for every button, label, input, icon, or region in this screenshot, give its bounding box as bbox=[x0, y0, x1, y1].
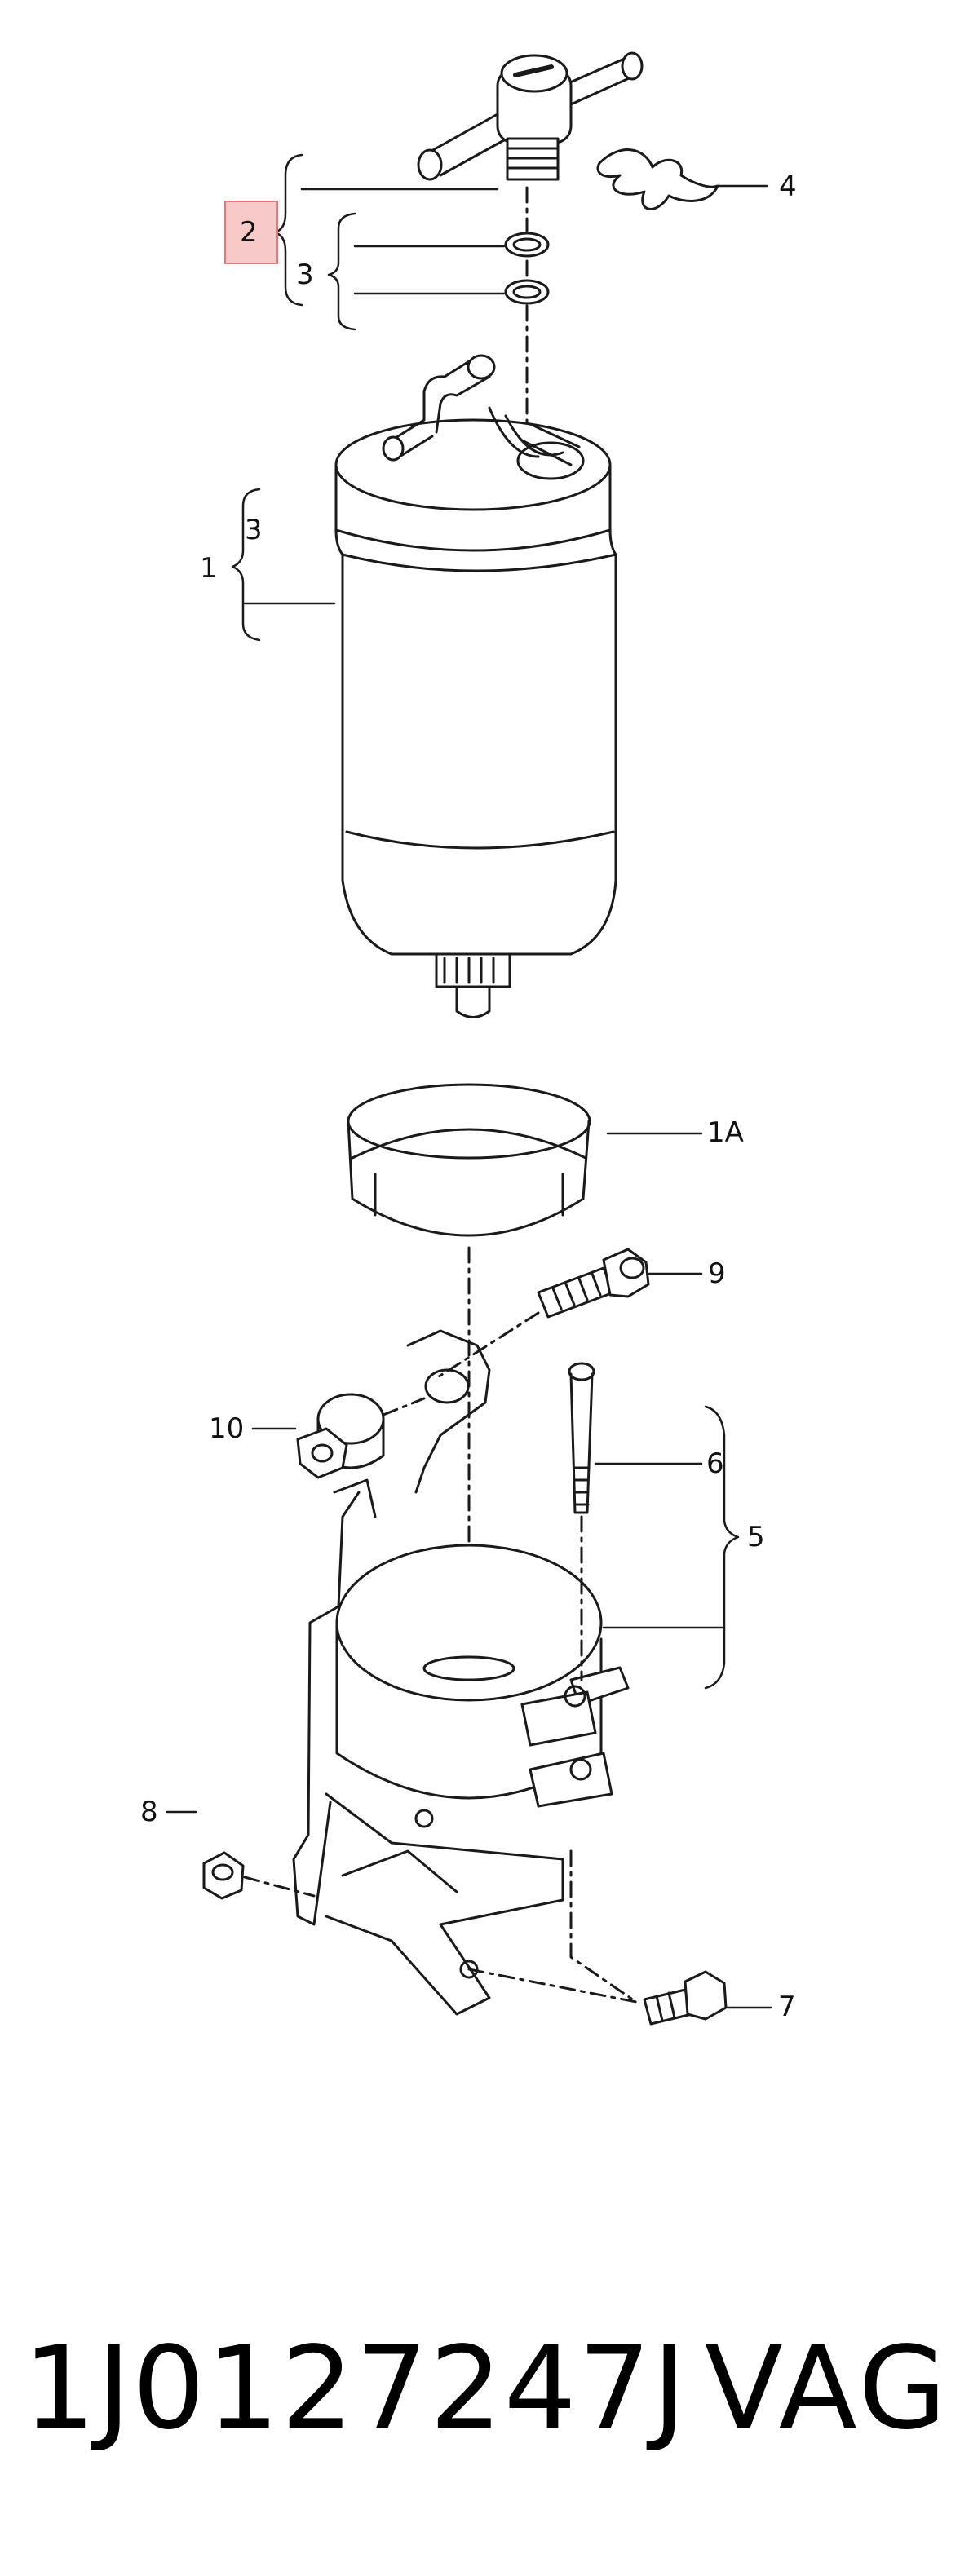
valve-assembly bbox=[417, 51, 644, 181]
seal-ring-lower bbox=[504, 279, 550, 305]
part-number: 1J0127247J bbox=[23, 2322, 688, 2455]
clamp-screw bbox=[568, 1362, 595, 1514]
hex-nut-8 bbox=[202, 1851, 245, 1900]
callout-10[interactable]: 10 bbox=[209, 1412, 245, 1445]
callout-2[interactable]: 2 bbox=[240, 216, 258, 249]
callout-8[interactable]: 8 bbox=[140, 1796, 158, 1828]
callout-1A[interactable]: 1A bbox=[707, 1116, 744, 1149]
callout-5[interactable]: 5 bbox=[747, 1521, 765, 1553]
filter-ring bbox=[347, 1083, 591, 1237]
callout-7[interactable]: 7 bbox=[778, 1991, 796, 2023]
bolt-7 bbox=[643, 1970, 728, 2026]
callout-highlight bbox=[224, 201, 278, 264]
callout-4[interactable]: 4 bbox=[779, 170, 797, 203]
bolt-9 bbox=[537, 1248, 650, 1319]
callout-9[interactable]: 9 bbox=[708, 1257, 726, 1290]
callout-1[interactable]: 1 bbox=[200, 552, 218, 585]
leader-lines bbox=[166, 153, 772, 2009]
callout-3-filter[interactable]: 3 bbox=[245, 514, 263, 546]
seal-ring-upper bbox=[504, 232, 550, 258]
fuel-filter-body bbox=[334, 354, 617, 1018]
rubber-mount bbox=[296, 1393, 385, 1479]
filter-bracket bbox=[292, 1329, 630, 2016]
callout-3-top[interactable]: 3 bbox=[296, 258, 314, 291]
brand-name: VAG bbox=[705, 2322, 950, 2455]
retaining-clip bbox=[596, 148, 719, 210]
callout-6[interactable]: 6 bbox=[706, 1447, 724, 1480]
